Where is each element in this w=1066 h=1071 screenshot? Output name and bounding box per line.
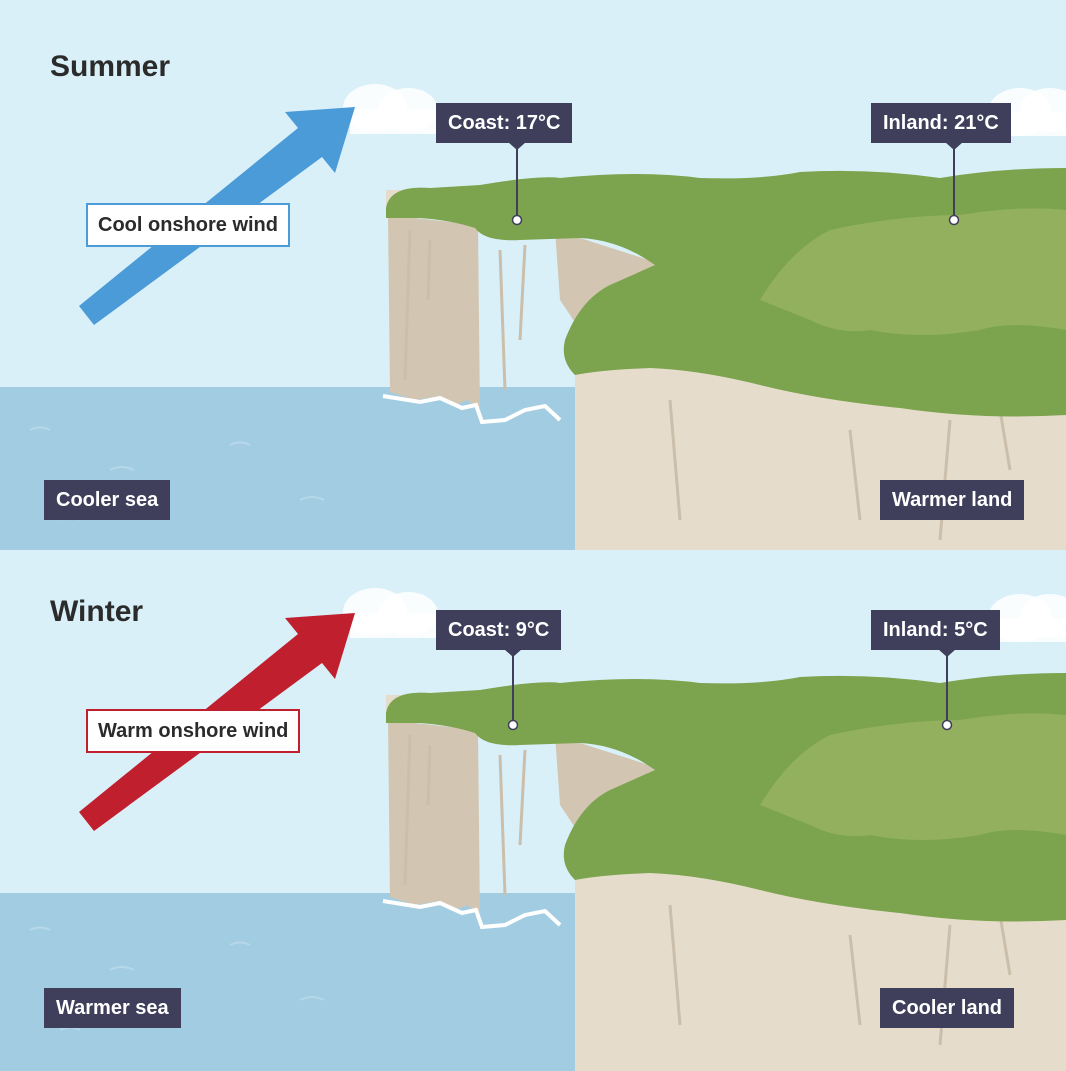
cloud-icon xyxy=(988,594,1066,642)
sea-label: Cooler sea xyxy=(44,480,170,520)
inland-temperature-label: Inland: 5°C xyxy=(871,610,1000,650)
panel-title: Summer xyxy=(50,50,170,84)
land-label: Warmer land xyxy=(880,480,1024,520)
cliff-shadow xyxy=(388,720,480,920)
summer-panel: Summer Cool onshore wind Coast: 17°C Inl… xyxy=(0,0,1066,550)
inland-temperature-label: Inland: 21°C xyxy=(871,103,1011,143)
inland-marker xyxy=(943,721,952,730)
panel-title: Winter xyxy=(50,595,143,629)
inland-marker xyxy=(950,216,959,225)
coast-temperature-label: Coast: 9°C xyxy=(436,610,561,650)
wind-label: Warm onshore wind xyxy=(86,709,300,753)
coast-marker xyxy=(513,216,522,225)
sea-label: Warmer sea xyxy=(44,988,181,1028)
wind-label: Cool onshore wind xyxy=(86,203,290,247)
winter-panel: Winter Warm onshore wind Coast: 9°C Inla… xyxy=(0,550,1066,1071)
coast-temperature-label: Coast: 17°C xyxy=(436,103,572,143)
cliff-shadow xyxy=(388,215,480,415)
land-label: Cooler land xyxy=(880,988,1014,1028)
coast-marker xyxy=(509,721,518,730)
